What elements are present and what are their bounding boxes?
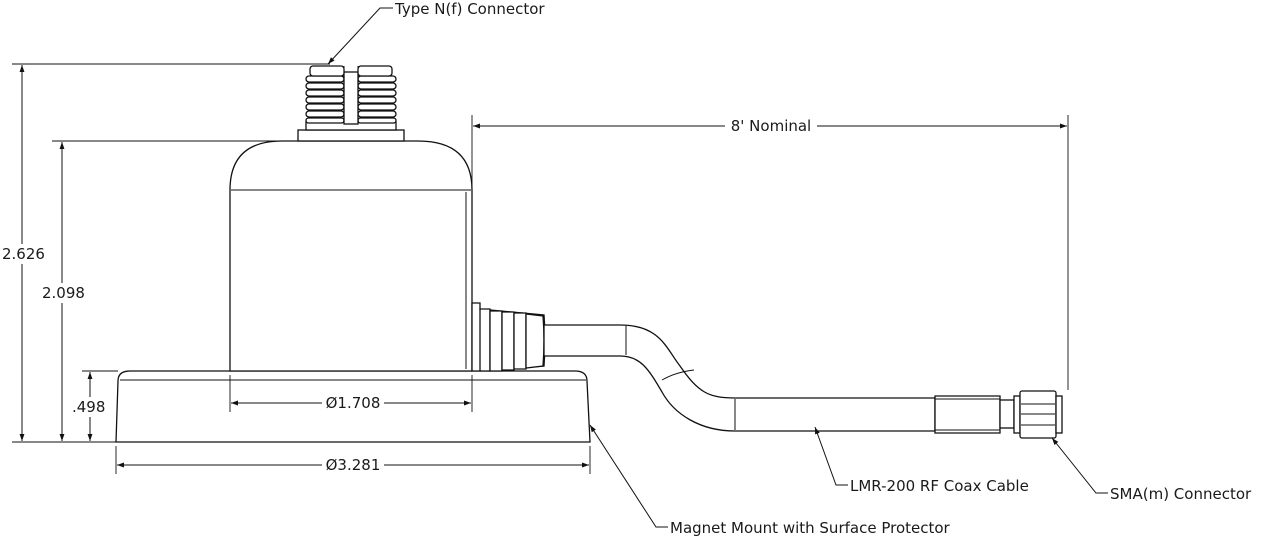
dim-body-height: 2.098 xyxy=(42,142,85,441)
dim-base-height: .498 xyxy=(72,372,105,441)
extension-lines xyxy=(12,63,1069,474)
dim-cable-length: 8' Nominal xyxy=(473,117,1067,135)
callout-type-n: Type N(f) Connector xyxy=(327,0,545,65)
callout-cable: LMR-200 RF Coax Cable xyxy=(814,426,1029,495)
dim-body-diameter-label: Ø1.708 xyxy=(326,394,381,412)
dim-base-diameter: Ø3.281 xyxy=(117,456,589,474)
dim-base-diameter-label: Ø3.281 xyxy=(326,456,381,474)
dim-overall-height-label: 2.626 xyxy=(2,245,45,263)
type-n-connector xyxy=(297,65,405,142)
strain-relief-boot xyxy=(471,302,546,372)
dim-body-diameter: Ø1.708 xyxy=(231,394,471,412)
callout-sma: SMA(m) Connector xyxy=(1051,437,1252,503)
cable-length-label: 8' Nominal xyxy=(731,117,811,135)
magnet-mount-label: Magnet Mount with Surface Protector xyxy=(670,519,951,537)
dim-overall-height: 2.626 xyxy=(2,65,45,441)
dim-base-height-label: .498 xyxy=(72,398,105,416)
thread-left xyxy=(305,75,345,124)
sma-connector xyxy=(934,390,1063,439)
thread-right xyxy=(357,75,397,124)
dim-body-height-label: 2.098 xyxy=(42,284,85,302)
coax-cable xyxy=(543,324,936,432)
sma-connector-label: SMA(m) Connector xyxy=(1110,485,1252,503)
antenna-body xyxy=(229,140,473,372)
magnet-base xyxy=(115,370,591,443)
coax-cable-label: LMR-200 RF Coax Cable xyxy=(850,477,1029,495)
type-n-connector-label: Type N(f) Connector xyxy=(394,0,545,18)
callout-mount: Magnet Mount with Surface Protector xyxy=(589,424,951,537)
